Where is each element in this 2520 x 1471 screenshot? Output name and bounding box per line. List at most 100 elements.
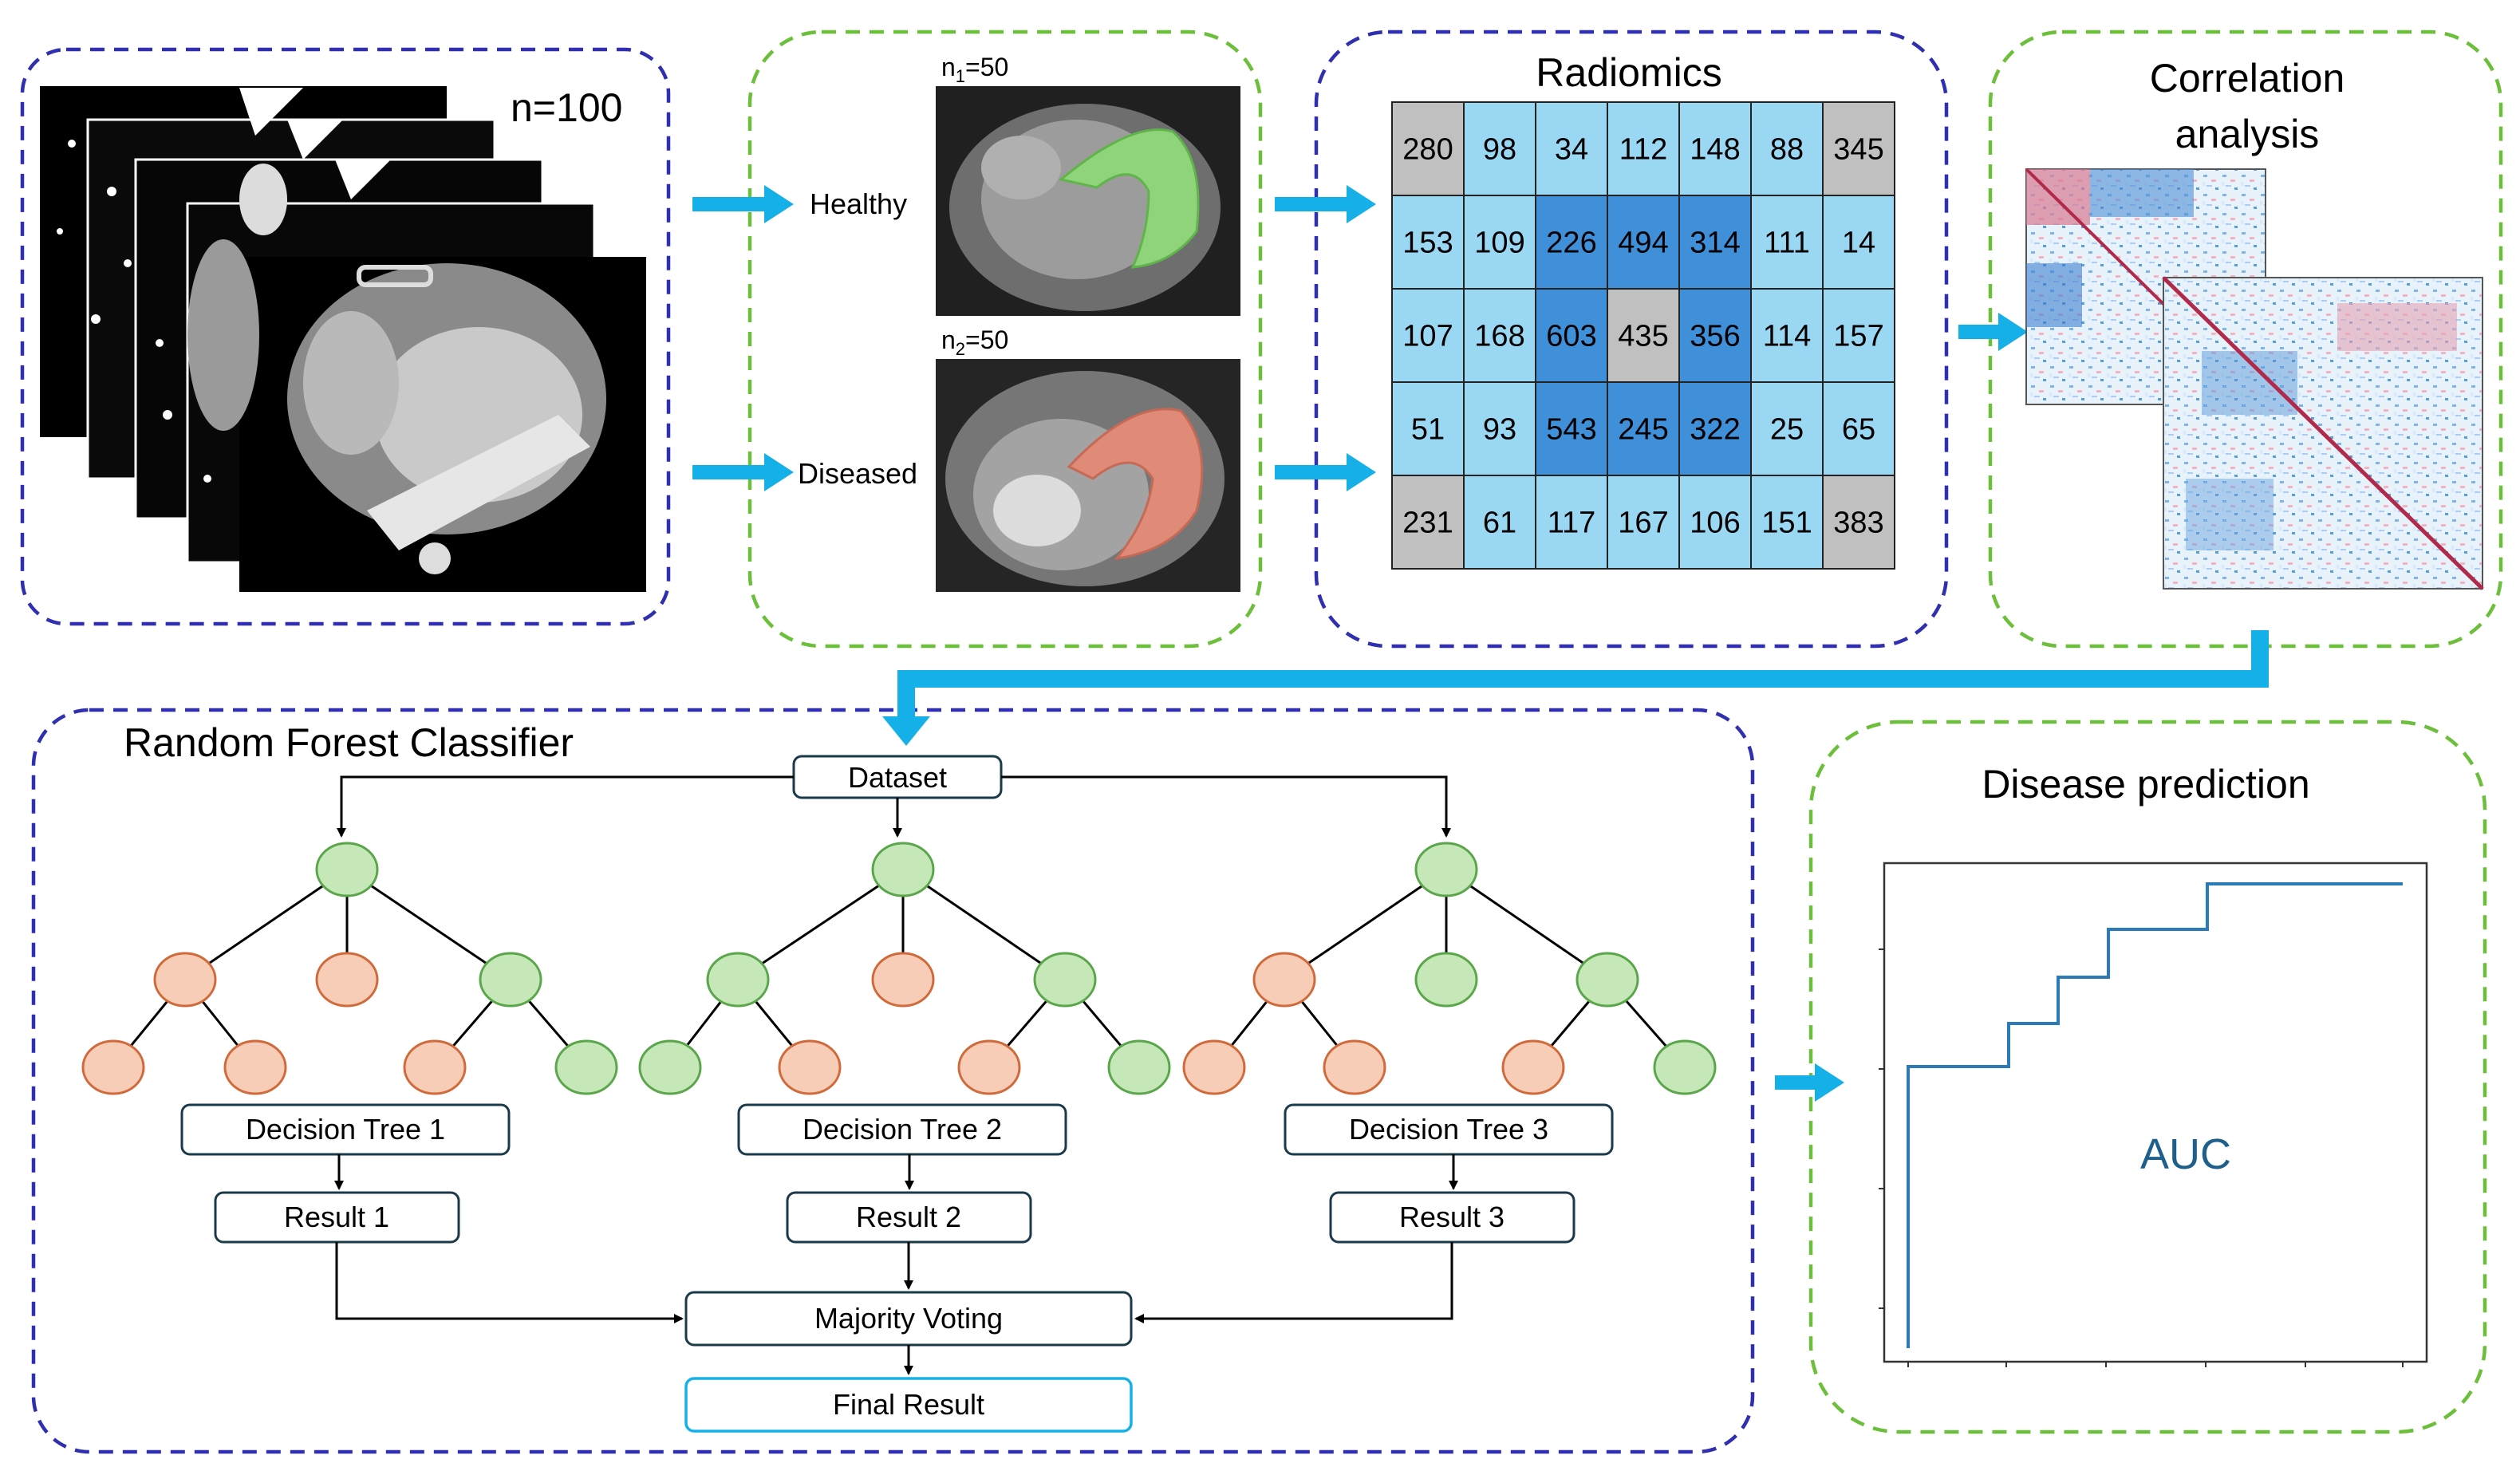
radiomics-cell-value: 93 <box>1483 413 1516 447</box>
arrow-to-diseased <box>692 453 794 491</box>
tree-3-label: Decision Tree 3 <box>1349 1113 1548 1146</box>
tree-edge <box>902 868 1066 981</box>
radiomics-cell-value: 109 <box>1474 227 1524 260</box>
random-forest-panel-border <box>31 708 1755 1454</box>
prediction-title: Disease prediction <box>1982 762 2309 806</box>
healthy-heart-image <box>936 86 1240 316</box>
radiomics-cell-value: 106 <box>1690 507 1740 540</box>
radiomics-cell-value: 151 <box>1761 507 1812 540</box>
diseased-sample-label: n2=50 <box>941 325 1008 359</box>
arrow-to-correlation <box>1958 313 2028 351</box>
radiomics-panel-border <box>1314 30 1949 649</box>
radiomics-cell-value: 25 <box>1770 413 1804 447</box>
tree-node-green <box>871 842 935 897</box>
radiomics-cell <box>1750 381 1824 476</box>
radiomics-cell <box>1678 381 1752 476</box>
radiomics-cell <box>1822 101 1895 196</box>
roc-ticks <box>1879 948 2404 1367</box>
radiomics-cell-value: 314 <box>1690 227 1740 260</box>
ct-image-stack <box>40 86 646 592</box>
radiomics-cell <box>1463 195 1536 290</box>
radiomics-cell-value: 148 <box>1690 133 1740 167</box>
decision-trees <box>81 842 1717 1095</box>
arrow-to-random-forest <box>882 630 2269 746</box>
radiomics-cell <box>1535 101 1608 196</box>
tree-node-orange <box>957 1039 1021 1095</box>
radiomics-cell <box>1822 195 1895 290</box>
correlation-title-line1: Correlation <box>2150 56 2345 101</box>
result-1-label: Result 1 <box>284 1201 389 1233</box>
radiomics-cell-value: 88 <box>1770 133 1804 167</box>
tree-node-orange <box>403 1039 467 1095</box>
radiomics-cell-value: 168 <box>1474 320 1524 353</box>
radiomics-cell <box>1391 288 1465 383</box>
radiomics-cell <box>1607 101 1680 196</box>
auc-label: AUC <box>2140 1130 2231 1178</box>
correlation-title-line2: analysis <box>2175 112 2320 156</box>
random-forest-title: Random Forest Classifier <box>124 720 574 765</box>
tree-2-label: Decision Tree 2 <box>803 1113 1002 1146</box>
radiomics-cell <box>1463 101 1536 196</box>
radiomics-cell-value: 157 <box>1833 320 1883 353</box>
radiomics-cell <box>1463 475 1536 570</box>
radiomics-cell <box>1535 195 1608 290</box>
radiomics-cell-value: 34 <box>1555 133 1588 167</box>
tree-node-green <box>1107 1039 1171 1095</box>
radiomics-cell <box>1535 381 1608 476</box>
radiomics-cell <box>1750 195 1824 290</box>
radiomics-title: Radiomics <box>1536 50 1721 95</box>
tree-edge <box>1445 868 1608 981</box>
tree-node-orange <box>1252 952 1316 1008</box>
tree-node-green <box>1033 952 1097 1008</box>
tree-edge <box>346 868 511 981</box>
radiomics-cell <box>1391 195 1465 290</box>
tree-node-orange <box>1182 1039 1246 1095</box>
tree-node-orange <box>315 952 379 1008</box>
radiomics-cell-value: 280 <box>1402 133 1453 167</box>
tree-node-orange <box>1501 1039 1565 1095</box>
radiomics-cell-value: 356 <box>1690 320 1740 353</box>
radiomics-cell-value: 114 <box>1763 320 1812 353</box>
radiomics-cell-value: 345 <box>1833 133 1883 167</box>
final-result-label: Final Result <box>833 1388 984 1421</box>
radiomics-cell <box>1391 101 1465 196</box>
ct-count-label: n=100 <box>511 85 622 130</box>
healthy-class-label: Healthy <box>810 187 907 220</box>
radiomics-cell <box>1822 475 1895 570</box>
majority-voting-label: Majority Voting <box>814 1302 1003 1335</box>
radiomics-cell-value: 112 <box>1619 133 1668 167</box>
radiomics-cell-value: 226 <box>1546 227 1596 260</box>
arrow-to-healthy <box>692 185 794 223</box>
arrow-diseased-to-radiomics <box>1275 453 1376 491</box>
tree-2-box <box>737 1103 1067 1156</box>
tree-node-green <box>315 842 379 897</box>
radiomics-cell-value: 494 <box>1618 227 1668 260</box>
tree-node-green <box>1414 842 1478 897</box>
radiomics-cell <box>1607 195 1680 290</box>
result-3-label: Result 3 <box>1399 1201 1505 1233</box>
radiomics-cell <box>1391 475 1465 570</box>
radiomics-cell-value: 111 <box>1764 227 1810 260</box>
roc-axes-frame <box>1883 862 2428 1363</box>
tree-node-orange <box>871 952 935 1008</box>
tree-node-orange <box>81 1039 145 1095</box>
radiomics-cell-value: 245 <box>1618 413 1668 447</box>
radiomics-cell <box>1750 101 1824 196</box>
radiomics-cell <box>1822 381 1895 476</box>
tree-3-box <box>1284 1103 1614 1156</box>
radiomics-cell-value: 65 <box>1842 413 1875 447</box>
tree-node-green <box>554 1039 618 1095</box>
radiomics-cell-value: 167 <box>1618 507 1668 540</box>
healthy-sample-label: n1=50 <box>941 53 1008 86</box>
radiomics-cell <box>1607 475 1680 570</box>
diseased-class-label: Diseased <box>798 457 917 490</box>
tree-edge <box>737 868 904 981</box>
arrow-healthy-to-radiomics <box>1275 185 1376 223</box>
tree-1-label: Decision Tree 1 <box>246 1113 445 1146</box>
radiomics-cell-value: 107 <box>1402 320 1453 353</box>
segmentation-panel-border <box>747 30 1263 649</box>
tree-1-box <box>180 1103 511 1156</box>
roc-plot: AUC <box>1879 862 2428 1367</box>
radiomics-cell-value: 603 <box>1546 320 1596 353</box>
